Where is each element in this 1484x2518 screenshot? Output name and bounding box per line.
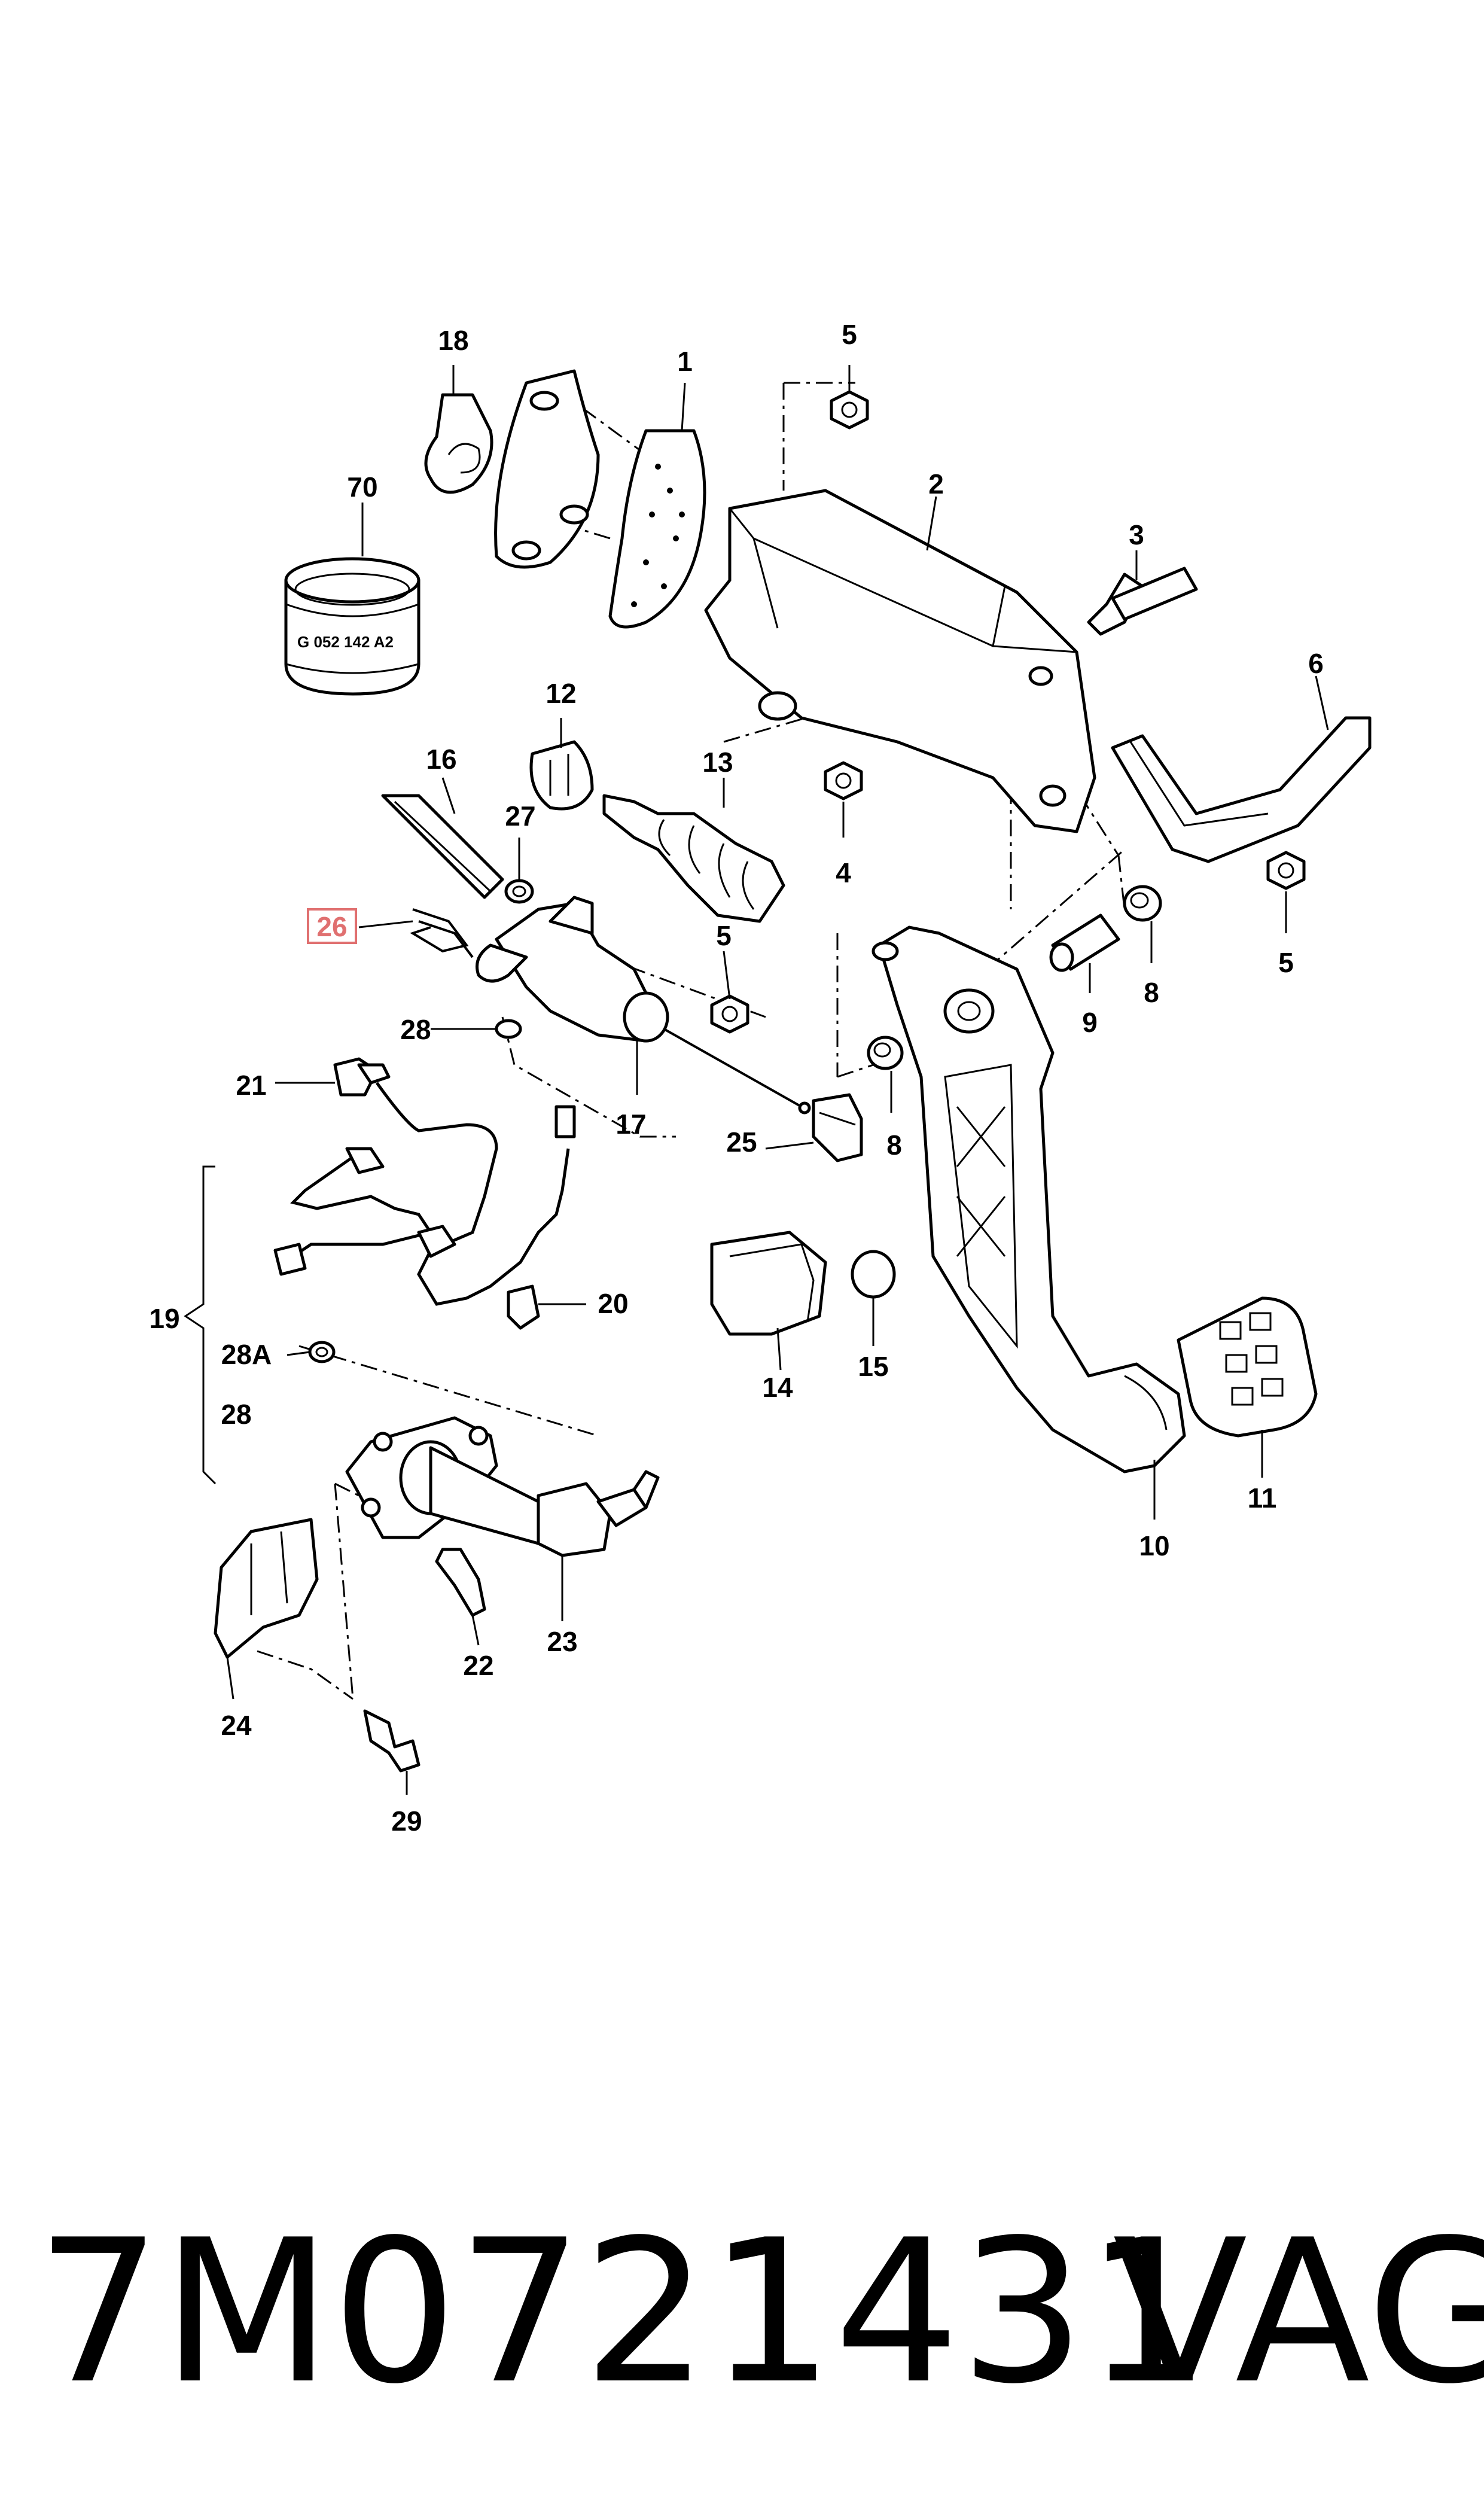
label-12: 12 bbox=[546, 678, 576, 709]
label-5-mid: 5 bbox=[716, 920, 732, 951]
retaining-clip-26 bbox=[410, 908, 474, 958]
bushing-8-lower bbox=[867, 1036, 904, 1070]
label-21: 21 bbox=[236, 1070, 266, 1101]
label-2: 2 bbox=[928, 468, 944, 500]
nut-5-right bbox=[1266, 851, 1306, 890]
label-8-upper: 8 bbox=[1144, 977, 1159, 1008]
bolt-3 bbox=[1087, 567, 1198, 636]
switch-14 bbox=[710, 1231, 827, 1336]
label-5-top: 5 bbox=[842, 319, 857, 350]
label-13: 13 bbox=[702, 747, 733, 778]
label-29: 29 bbox=[391, 1805, 422, 1837]
switch-25 bbox=[812, 1093, 863, 1162]
boot-13 bbox=[602, 794, 785, 923]
label-3: 3 bbox=[1129, 519, 1144, 550]
master-cylinder-17 bbox=[476, 896, 811, 1115]
bolt-29 bbox=[363, 1709, 420, 1773]
bracket-24 bbox=[214, 1518, 319, 1659]
label-25: 25 bbox=[726, 1126, 757, 1158]
label-24: 24 bbox=[221, 1710, 252, 1741]
support-6 bbox=[1111, 716, 1372, 863]
sleeve-9 bbox=[1049, 914, 1120, 972]
label-14: 14 bbox=[762, 1372, 793, 1403]
label-28-upper: 28 bbox=[400, 1014, 431, 1045]
label-11: 11 bbox=[1248, 1482, 1277, 1514]
label-27: 27 bbox=[505, 800, 535, 832]
connector-21 bbox=[333, 1057, 391, 1097]
clip-18 bbox=[424, 393, 493, 494]
label-1: 1 bbox=[677, 346, 693, 377]
cap-12 bbox=[529, 740, 594, 811]
bolt-22 bbox=[435, 1548, 486, 1617]
label-28-lower: 28 bbox=[221, 1399, 251, 1430]
label-4: 4 bbox=[836, 857, 851, 888]
label-19: 19 bbox=[149, 1303, 179, 1334]
label-15: 15 bbox=[858, 1351, 888, 1382]
pedal-bracket-2 bbox=[704, 489, 1096, 833]
nut-4 bbox=[824, 761, 863, 800]
seal-28A bbox=[308, 1341, 336, 1363]
label-22: 22 bbox=[463, 1650, 493, 1681]
clip-20 bbox=[507, 1284, 540, 1330]
clutch-pedal-10 bbox=[871, 925, 1186, 1473]
leader-lines bbox=[184, 365, 1329, 1795]
label-9: 9 bbox=[1082, 1007, 1098, 1038]
slave-cylinder-23 bbox=[345, 1416, 660, 1557]
label-28A: 28A bbox=[221, 1339, 272, 1370]
hydraulic-line-19 bbox=[273, 1082, 576, 1306]
label-5-right: 5 bbox=[1278, 947, 1294, 978]
pad-1 bbox=[608, 429, 706, 629]
callout-labels: 18 70 1 5 2 3 6 12 16 13 27 4 26 5 5 8 9… bbox=[149, 319, 1323, 1837]
pedal-pad-11 bbox=[1177, 1296, 1318, 1438]
label-20: 20 bbox=[598, 1288, 628, 1319]
nut-5-mid bbox=[710, 994, 749, 1034]
label-17: 17 bbox=[615, 1109, 646, 1140]
washer-28-upper bbox=[495, 1019, 522, 1039]
part-number-text: 7M0721431 bbox=[36, 2197, 1211, 2427]
label-10: 10 bbox=[1139, 1530, 1169, 1561]
label-6: 6 bbox=[1308, 648, 1324, 679]
hose-16 bbox=[381, 794, 504, 899]
plug-15 bbox=[851, 1250, 896, 1299]
label-18: 18 bbox=[438, 325, 468, 356]
label-70: 70 bbox=[347, 471, 377, 503]
seal-27 bbox=[504, 879, 534, 904]
nut-5-top bbox=[830, 390, 869, 430]
label-26: 26 bbox=[316, 911, 347, 942]
label-8-lower: 8 bbox=[886, 1129, 902, 1161]
mounting-plate bbox=[494, 369, 600, 569]
ring-marking-text: G 052 142 A2 bbox=[297, 633, 394, 651]
label-23: 23 bbox=[547, 1626, 577, 1657]
clamp-ring-70: G 052 142 A2 bbox=[284, 557, 420, 696]
highlight-box bbox=[307, 908, 357, 944]
brand-text: VAG bbox=[1113, 2197, 1484, 2427]
label-16: 16 bbox=[426, 744, 456, 775]
bushing-8-upper bbox=[1123, 885, 1162, 922]
